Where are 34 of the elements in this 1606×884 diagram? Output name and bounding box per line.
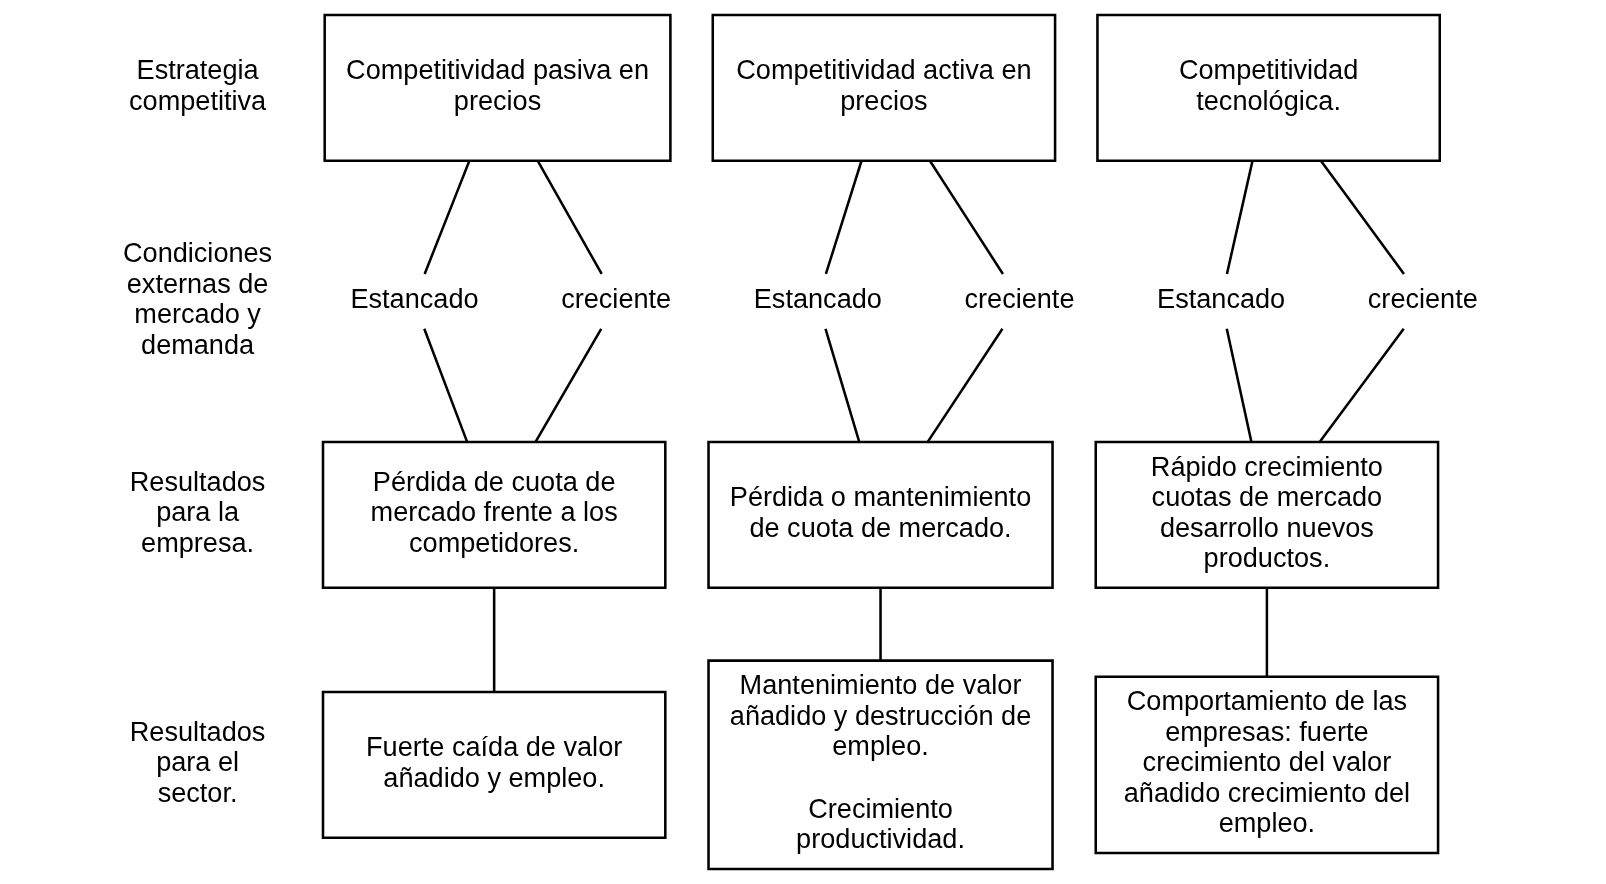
connector (824, 328, 861, 442)
connector (1225, 328, 1253, 442)
label: Resultados para la empresa. (129, 465, 266, 558)
connector (879, 587, 882, 661)
connector (536, 160, 603, 275)
node-box: Pérdida de cuota de mercado frente a los competidores. (321, 440, 667, 589)
connector (492, 587, 496, 692)
connector (926, 328, 1004, 443)
connector (1320, 160, 1405, 275)
connector (824, 160, 863, 275)
node-box: Fuerte caída de valor añadido y empleo. (321, 690, 667, 839)
connector (929, 160, 1004, 275)
node-text: Estancado (1157, 282, 1286, 314)
label: Resultados para el sector. (129, 715, 266, 808)
connector (423, 160, 471, 275)
node-text: Estancado (753, 282, 882, 314)
connector (1225, 160, 1254, 275)
connector (1265, 587, 1269, 677)
node-box: Mantenimiento de valor añadido y destrucción de empleo. Crecimiento productividad. (707, 659, 1054, 871)
node-text: Estancado (350, 282, 479, 314)
connector (1319, 328, 1405, 443)
node-box: Rápido crecimiento cuotas de mercado desarrollo nuevos productos. (1094, 440, 1440, 589)
node-text: creciente (561, 282, 672, 314)
node-text: creciente (1367, 282, 1478, 314)
connector (534, 328, 603, 443)
node-box: Competitividad tecnológica. (1096, 13, 1442, 162)
label: Estrategia competitiva (129, 54, 267, 116)
node-box: Pérdida o mantenimiento de cuota de mercado. (707, 440, 1054, 589)
node-box: Comportamiento de las empresas: fuerte crecimiento del valor añadido crecimiento del empleo. (1094, 675, 1440, 855)
node-text: creciente (964, 282, 1075, 314)
node-box: Competitividad pasiva en precios (323, 13, 672, 162)
label: Condiciones externas de mercado y demanda (122, 237, 273, 360)
node-box: Competitividad activa en precios (711, 13, 1057, 162)
connector (423, 328, 469, 443)
